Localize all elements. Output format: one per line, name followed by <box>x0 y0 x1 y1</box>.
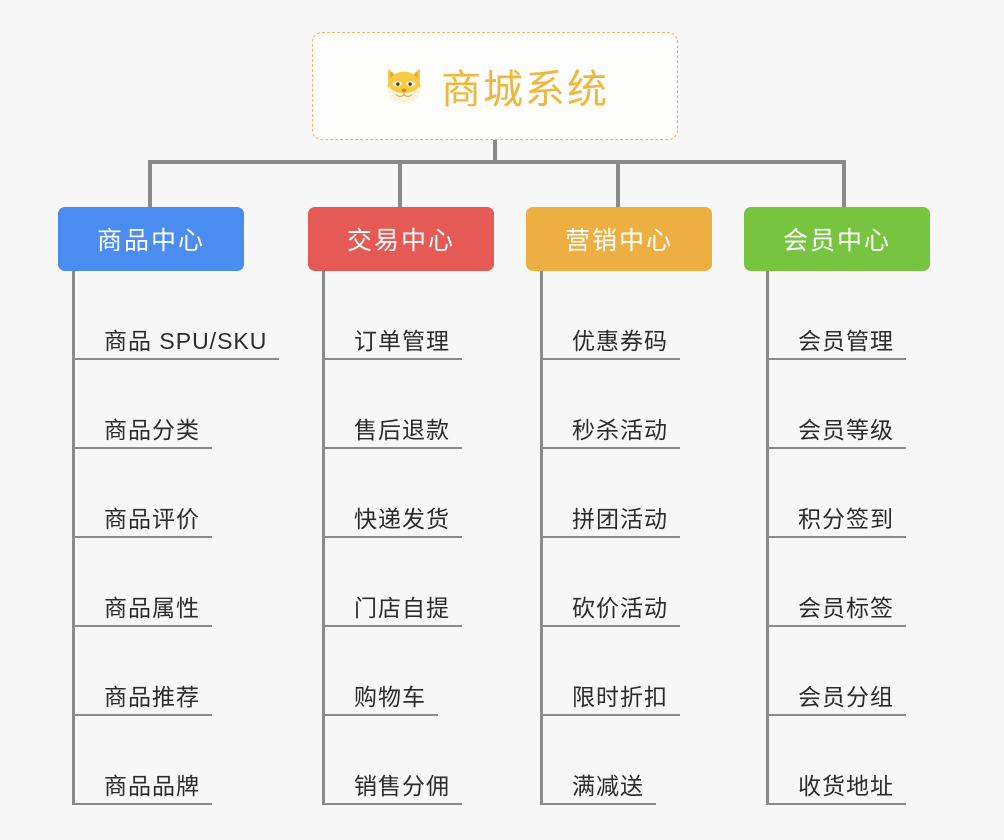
leaf-item[interactable]: 购物车 <box>322 627 438 716</box>
leaf-item[interactable]: 会员等级 <box>766 360 906 449</box>
leaf-item[interactable]: 销售分佣 <box>322 716 462 805</box>
leaf-item[interactable]: 拼团活动 <box>540 449 680 538</box>
connector-root-stem <box>493 140 497 164</box>
category-box-3[interactable]: 营销中心 <box>526 207 712 271</box>
category-box-4[interactable]: 会员中心 <box>744 207 930 271</box>
leaf-item[interactable]: 会员管理 <box>766 271 906 360</box>
category-box-2[interactable]: 交易中心 <box>308 207 494 271</box>
leaf-item-label: 销售分佣 <box>354 772 450 799</box>
leaf-item-label: 售后退款 <box>354 416 450 443</box>
shiba-dog-face-icon <box>381 63 427 109</box>
leaf-item-label: 收货地址 <box>798 772 894 799</box>
leaf-item-label: 优惠券码 <box>572 327 668 354</box>
leaf-column-3: 优惠券码秒杀活动拼团活动砍价活动限时折扣满减送 <box>540 271 790 805</box>
leaf-item[interactable]: 积分签到 <box>766 449 906 538</box>
leaf-item[interactable]: 商品分类 <box>72 360 212 449</box>
connector-horizontal-bus <box>148 160 846 164</box>
leaf-item-label: 秒杀活动 <box>572 416 668 443</box>
leaf-item-label: 商品 SPU/SKU <box>104 327 268 354</box>
connector-drop-2 <box>398 160 402 207</box>
leaf-item-label: 商品分类 <box>104 416 200 443</box>
leaf-item-label: 商品品牌 <box>104 772 200 799</box>
leaf-item-label: 商品属性 <box>104 594 200 621</box>
leaf-item[interactable]: 商品 SPU/SKU <box>72 271 280 360</box>
leaf-item[interactable]: 限时折扣 <box>540 627 680 716</box>
leaf-column-2: 订单管理售后退款快递发货门店自提购物车销售分佣 <box>322 271 572 805</box>
leaf-item-label: 门店自提 <box>354 594 450 621</box>
leaf-item-label: 会员等级 <box>798 416 894 443</box>
leaf-item-label: 砍价活动 <box>572 594 668 621</box>
leaf-item[interactable]: 商品品牌 <box>72 716 212 805</box>
leaf-item-label: 商品推荐 <box>104 683 200 710</box>
leaf-item-label: 订单管理 <box>354 327 450 354</box>
leaf-item[interactable]: 会员标签 <box>766 538 906 627</box>
leaf-item[interactable]: 收货地址 <box>766 716 906 805</box>
leaf-item-label: 会员标签 <box>798 594 894 621</box>
leaf-item[interactable]: 门店自提 <box>322 538 462 627</box>
leaf-item-label: 满减送 <box>572 772 644 799</box>
leaf-item[interactable]: 会员分组 <box>766 627 906 716</box>
leaf-item[interactable]: 订单管理 <box>322 271 462 360</box>
leaf-item-label: 积分签到 <box>798 505 894 532</box>
category-box-1[interactable]: 商品中心 <box>58 207 244 271</box>
leaf-item[interactable]: 商品推荐 <box>72 627 212 716</box>
leaf-item-label: 会员管理 <box>798 327 894 354</box>
leaf-item[interactable]: 商品属性 <box>72 538 212 627</box>
leaf-item-label: 拼团活动 <box>572 505 668 532</box>
leaf-item-label: 快递发货 <box>354 505 450 532</box>
leaf-item[interactable]: 优惠券码 <box>540 271 680 360</box>
leaf-column-4: 会员管理会员等级积分签到会员标签会员分组收货地址 <box>766 271 1004 805</box>
leaf-item-label: 商品评价 <box>104 505 200 532</box>
leaf-item[interactable]: 快递发货 <box>322 449 462 538</box>
connector-drop-1 <box>148 160 152 207</box>
leaf-item[interactable]: 秒杀活动 <box>540 360 680 449</box>
connector-drop-3 <box>616 160 620 207</box>
leaf-item[interactable]: 满减送 <box>540 716 656 805</box>
leaf-column-1: 商品 SPU/SKU 商品分类商品评价商品属性商品推荐商品品牌 <box>72 271 322 805</box>
connector-drop-4 <box>842 160 846 207</box>
leaf-item[interactable]: 商品评价 <box>72 449 212 538</box>
root-node-mall-system[interactable]: 商城系统 <box>312 32 678 140</box>
root-node-title: 商城系统 <box>441 68 609 112</box>
leaf-item[interactable]: 砍价活动 <box>540 538 680 627</box>
leaf-item-label: 购物车 <box>354 683 426 710</box>
leaf-item-label: 限时折扣 <box>572 683 668 710</box>
leaf-item[interactable]: 售后退款 <box>322 360 462 449</box>
leaf-item-label: 会员分组 <box>798 683 894 710</box>
